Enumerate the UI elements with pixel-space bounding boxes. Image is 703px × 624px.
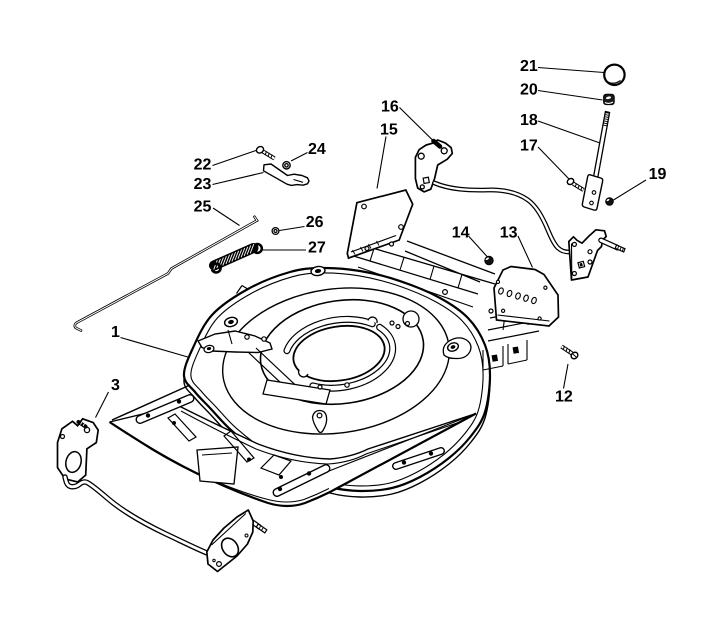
svg-text:3: 3: [111, 377, 120, 394]
svg-text:20: 20: [520, 81, 538, 98]
svg-text:13: 13: [500, 224, 518, 241]
svg-text:1: 1: [111, 324, 120, 341]
svg-text:25: 25: [194, 198, 212, 215]
svg-text:16: 16: [381, 98, 399, 115]
svg-text:18: 18: [520, 112, 538, 129]
svg-text:23: 23: [194, 176, 212, 193]
svg-text:22: 22: [194, 157, 212, 174]
svg-text:24: 24: [308, 141, 326, 158]
svg-text:27: 27: [308, 240, 326, 257]
svg-text:21: 21: [520, 58, 538, 75]
svg-text:12: 12: [555, 389, 573, 406]
svg-text:15: 15: [380, 121, 398, 138]
svg-text:14: 14: [452, 224, 470, 241]
svg-text:19: 19: [649, 166, 667, 183]
svg-text:26: 26: [306, 214, 324, 231]
svg-text:17: 17: [520, 138, 538, 155]
